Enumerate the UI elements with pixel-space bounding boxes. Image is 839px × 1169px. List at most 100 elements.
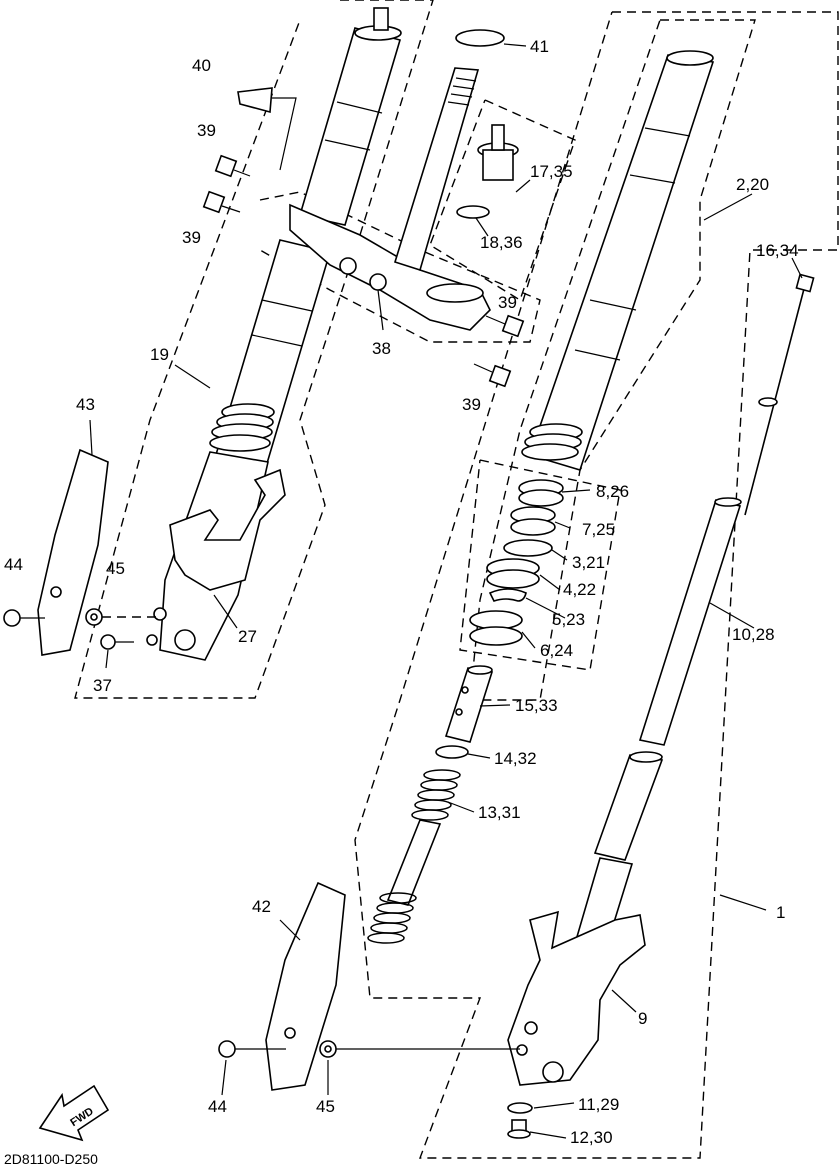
bolts-39 (202, 154, 525, 388)
left-tube-band (251, 334, 303, 347)
right-tube-band (589, 299, 637, 311)
steering-nut-41 (455, 29, 505, 47)
callout-42: 42 (252, 897, 271, 916)
callout-1: 1 (776, 903, 785, 922)
seal-kit-outline (459, 459, 621, 671)
washer-14-32 (435, 745, 469, 759)
label-sticker-40 (237, 87, 273, 114)
steering-stem-17-outline (429, 99, 576, 302)
right-inner-tube (528, 54, 715, 471)
damper-rod-assembly (638, 273, 815, 746)
fork-guard-42 (265, 881, 346, 1091)
fwd-arrow-icon: FWD (38, 1084, 110, 1142)
left-dust-seal (209, 403, 275, 452)
callout-5-23: 5,23 (552, 610, 585, 629)
left-fork-19 (146, 7, 402, 661)
callout-37: 37 (93, 676, 112, 695)
bolt-37 (100, 634, 134, 650)
right-tube-band (644, 127, 691, 137)
callout-7-25: 7,25 (582, 520, 615, 539)
guard-43-body (37, 448, 109, 656)
steering-stem (394, 29, 519, 272)
callout-43: 43 (76, 395, 95, 414)
washer-45-right (319, 1040, 520, 1058)
seal-4-22 (486, 558, 540, 589)
callout-38: 38 (372, 339, 391, 358)
callout-39: 39 (197, 121, 216, 140)
brace-nut (339, 257, 357, 275)
bolt-44-left (3, 609, 45, 627)
right-fork-1 (521, 50, 715, 471)
spring-13-31-lower (367, 892, 417, 944)
bolt-39-brace (485, 314, 525, 338)
stem-adjuster-body (482, 149, 514, 181)
guard-42-body (265, 881, 346, 1091)
spring-tube (386, 819, 442, 906)
stem-adjuster-bolt (491, 124, 505, 151)
callout-11-29: 11,29 (578, 1095, 619, 1114)
right-outer-tube (507, 751, 664, 1086)
guard-43-hole (50, 586, 62, 598)
caliper-bracket-27 (169, 468, 286, 591)
damper-internals (367, 665, 494, 944)
seal-7-25 (510, 506, 556, 536)
left-cap-bolt (373, 7, 389, 31)
right-bolt-hole (516, 1044, 528, 1056)
right-fasteners (218, 1040, 533, 1139)
right-tube-band (574, 349, 621, 361)
rod-nut (795, 273, 815, 293)
dust-seal-6-24 (469, 610, 523, 646)
rod-collar (758, 397, 778, 407)
callout-labels: 40 41 39 39 17,35 2,20 18,36 16,34 39 38… (4, 37, 799, 1147)
callout-16-34: 16,34 (756, 241, 799, 260)
seal-stack (469, 479, 564, 646)
callout-14-32: 14,32 (494, 749, 537, 768)
callout-39: 39 (182, 228, 201, 247)
collar-hole (455, 708, 463, 716)
axle-bracket-9 (507, 910, 646, 1086)
bolt-39-upper (214, 154, 251, 178)
callout-44: 44 (208, 1097, 227, 1116)
callout-40: 40 (192, 56, 211, 75)
callout-9: 9 (638, 1009, 647, 1028)
callout-3-21: 3,21 (572, 553, 605, 572)
callout-18-36: 18,36 (480, 233, 523, 252)
cylinder-top (714, 497, 742, 507)
callout-19: 19 (150, 345, 169, 364)
fork-assembly-1-outline (354, 11, 839, 1159)
bolt-44-right (218, 1040, 286, 1058)
outer-tube-sleeve (593, 754, 664, 861)
right-axle-hole (542, 1061, 564, 1083)
callout-15-33: 15,33 (515, 696, 558, 715)
washer-45-left (85, 608, 160, 626)
right-dust-seal (521, 423, 583, 461)
callout-10-28: 10,28 (732, 625, 775, 644)
right-tube-top (666, 50, 714, 66)
left-tube-band (336, 101, 383, 114)
right-bolt-hole (524, 1021, 538, 1035)
collar-hole (461, 686, 469, 694)
callout-27: 27 (238, 627, 257, 646)
callout-45: 45 (316, 1097, 335, 1116)
collar-15-33 (444, 667, 494, 743)
clip-5-23 (488, 588, 527, 602)
brace-clamp (426, 283, 484, 303)
guard-42-hole (284, 1027, 296, 1039)
leader-lines (89, 43, 803, 1139)
callout-44: 44 (4, 555, 23, 574)
callout-4-22: 4,22 (563, 580, 596, 599)
left-upper-tube (298, 27, 402, 226)
fork-assembly-19-outline (74, 0, 434, 699)
left-fasteners (3, 608, 160, 650)
callout-41: 41 (530, 37, 549, 56)
callout-39: 39 (498, 293, 517, 312)
fork-guard-43 (37, 448, 109, 656)
callout-2-20: 2,20 (736, 175, 769, 194)
spring-13-31-upper (411, 769, 461, 821)
seal-8-26 (518, 479, 564, 507)
stem-shaft (394, 67, 480, 272)
left-bolt-hole (146, 634, 158, 646)
callout-8-26: 8,26 (596, 482, 629, 501)
collar-top (467, 665, 493, 675)
